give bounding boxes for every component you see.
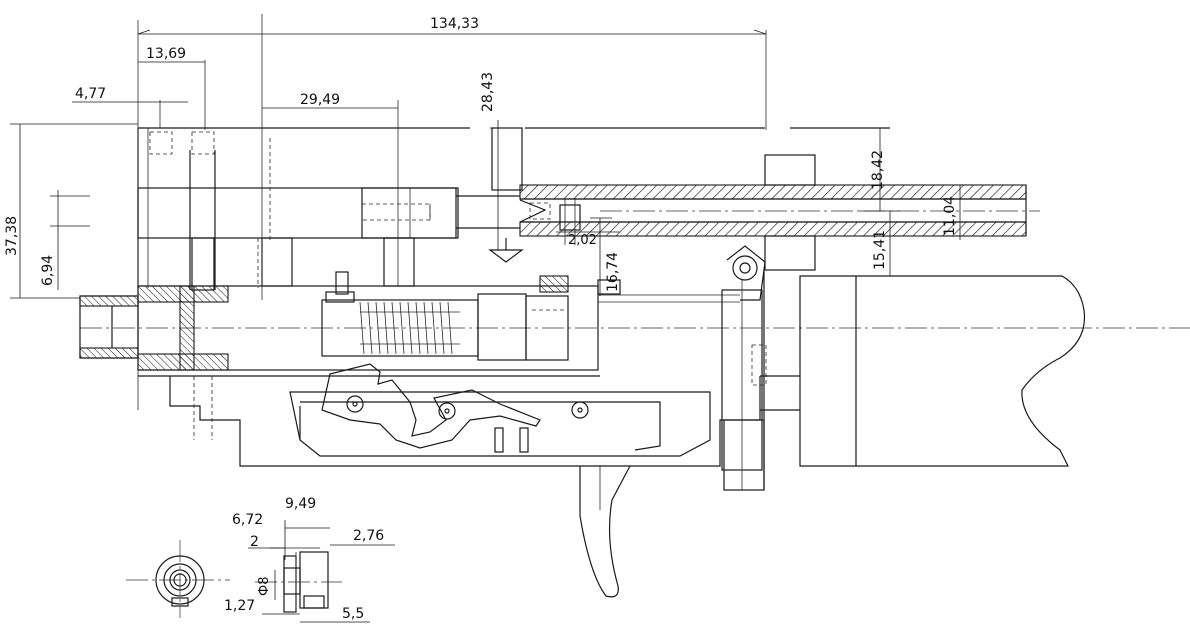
dim-28-43: 28,43: [480, 72, 496, 112]
dim-16-74: 16,74: [605, 252, 621, 292]
dim-13-69: 13,69: [146, 46, 186, 62]
dimension-11-04: 11,04: [942, 185, 961, 240]
dim-29-49: 29,49: [300, 92, 340, 108]
dimension-6-94: 6,94: [40, 190, 90, 290]
dimension-29-49: 29,49: [262, 92, 398, 109]
dimension-16-74: 16,74: [590, 217, 621, 296]
dim-6-72: 6,72: [232, 512, 263, 528]
dim-2-76: 2,76: [353, 528, 384, 544]
dim-4-77: 4,77: [75, 86, 106, 102]
stock: [799, 275, 1086, 467]
dimension-4-77: 4,77: [72, 86, 188, 103]
pivot-pin-3: [571, 401, 589, 419]
detail-round-part: [126, 540, 230, 618]
dimension-15-41: 15,41: [864, 211, 900, 277]
trigger-blade: [579, 465, 631, 598]
dimension-18-42: 18,42: [860, 128, 900, 212]
dimension-overall: 134,33: [137, 16, 767, 35]
bolt-handle-block: [361, 187, 457, 239]
main-assembly: [79, 127, 1190, 598]
pivot-pin-1: [346, 395, 364, 413]
link-pin: [732, 255, 758, 281]
pivot-pin-2: [438, 402, 456, 420]
detail-side-part: 6,72 9,49 2 2,76 Ф8 1,27 5,5: [224, 496, 395, 623]
trigger-housing: [169, 376, 761, 467]
dim-overall-length: 134,33: [430, 16, 479, 32]
dimension-2-02: 2,02: [556, 231, 620, 248]
dim-5-5: 5,5: [342, 606, 364, 622]
dim-1-27: 1,27: [224, 598, 255, 614]
dim-11-04: 11,04: [942, 196, 958, 236]
sear-mechanism: [321, 363, 589, 453]
spring-coils: [359, 301, 460, 355]
dim-18-42: 18,42: [870, 150, 886, 190]
dim-phi8: Ф8: [257, 577, 272, 596]
dim-2: 2: [250, 534, 259, 550]
dimension-13-69: 13,69: [138, 46, 205, 63]
dim-2-02: 2,02: [568, 233, 597, 248]
dim-6-94: 6,94: [40, 255, 56, 286]
dim-37-38: 37,38: [4, 216, 20, 256]
dimension-37-38: 37,38: [4, 123, 138, 299]
dimension-28-43: 28,43: [480, 72, 506, 250]
construction-lines: [137, 14, 767, 440]
dim-9-49: 9,49: [285, 496, 316, 512]
dim-15-41: 15,41: [872, 230, 888, 270]
